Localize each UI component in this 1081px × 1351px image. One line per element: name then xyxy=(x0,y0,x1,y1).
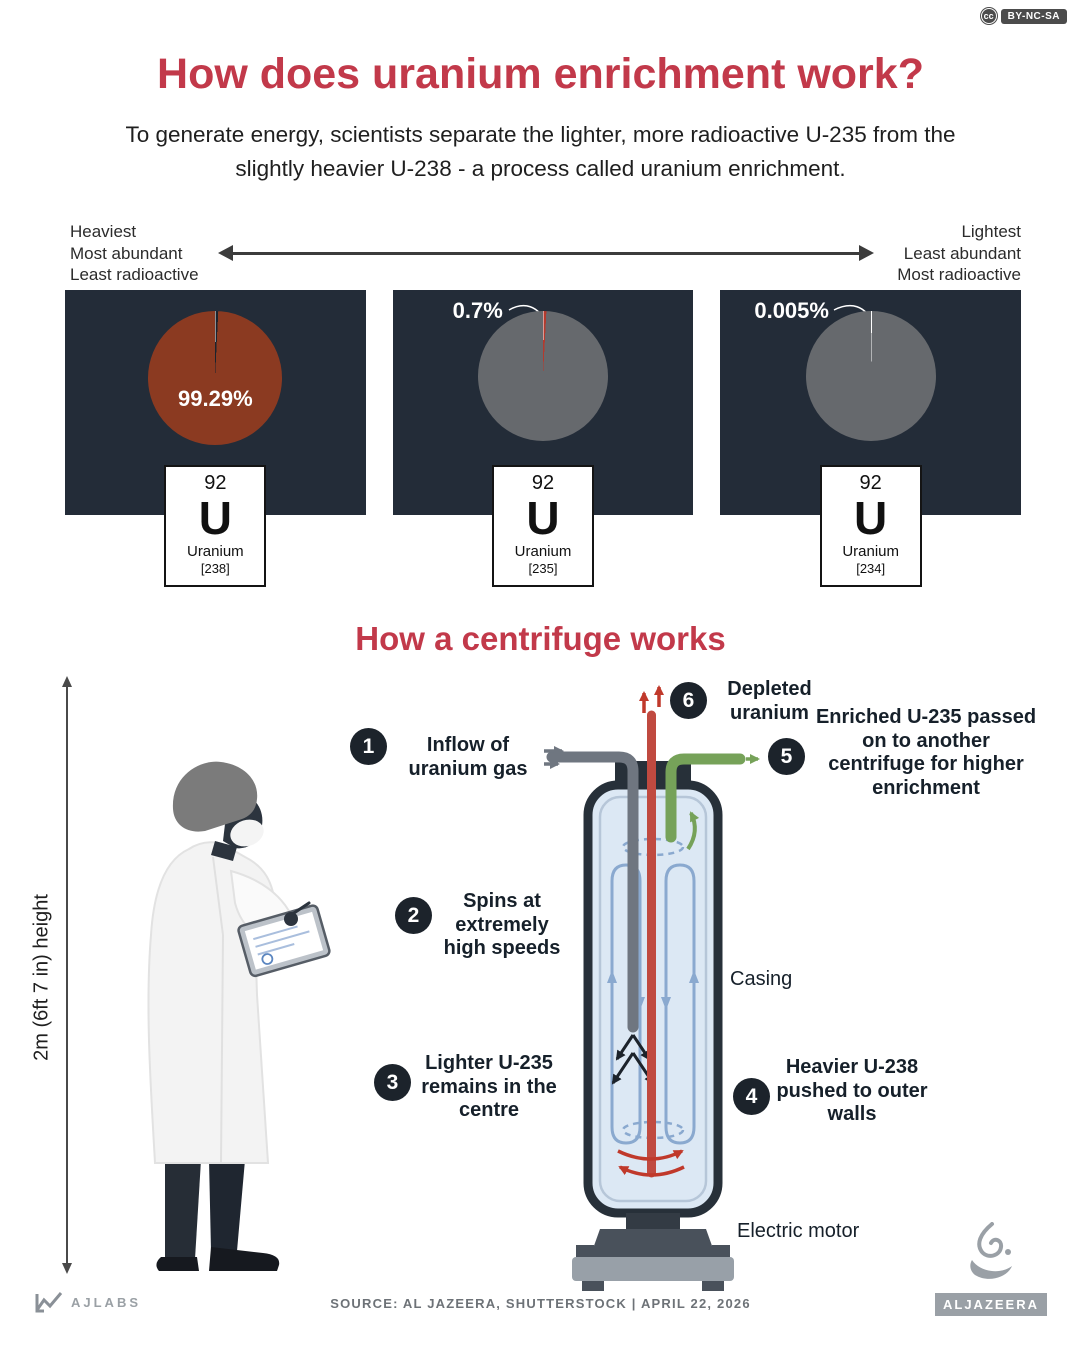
step-1-label: Inflow of uranium gas xyxy=(408,734,528,780)
spin-swirl-top xyxy=(621,837,685,857)
spectrum-label: Least radioactive xyxy=(70,265,199,285)
step-5-label: Enriched U-235 passed on to another cent… xyxy=(815,706,1037,799)
step-2-label: Spins at extremely high speeds xyxy=(443,890,561,960)
motor-label: Electric motor xyxy=(737,1220,860,1242)
motor-base xyxy=(572,1257,734,1281)
pie-chart-u235 xyxy=(478,311,608,441)
step-2-badge: 2 xyxy=(395,897,432,934)
motor-collar xyxy=(626,1213,680,1229)
centrifuge-illustration xyxy=(544,685,760,1291)
element-mass: [235] xyxy=(528,561,558,576)
spectrum-label: Least abundant xyxy=(903,243,1021,263)
step-6-label: Depleted uranium xyxy=(727,678,812,724)
face-mask-icon xyxy=(230,819,264,847)
element-symbol: U xyxy=(526,492,560,544)
spectrum-label: Lightest xyxy=(961,222,1021,241)
casing-label: Casing xyxy=(730,968,793,990)
enriched-pipe xyxy=(665,753,746,843)
element-mass: [234] xyxy=(856,561,886,576)
ajlabs-wordmark: AJLABS xyxy=(71,1294,142,1310)
spectrum-label: Most radioactive xyxy=(897,265,1021,285)
gas-circulation-left xyxy=(610,863,642,1145)
spectrum-label: Heaviest xyxy=(70,222,137,241)
atomic-number: 92 xyxy=(204,472,227,494)
step-6-badge: 6 xyxy=(670,682,707,719)
spectrum-left-labels: Heaviest Most abundant Least radioactive xyxy=(70,221,199,286)
isotope-panel-u238: 99.29% 92 U Uranium [238] xyxy=(65,290,366,587)
ajlabs-icon xyxy=(35,1292,63,1313)
element-name: Uranium xyxy=(186,543,244,560)
element-name: Uranium xyxy=(514,543,572,560)
element-name: Uranium xyxy=(842,543,900,560)
height-arrow xyxy=(62,676,72,1274)
isotope-panel-u234: 0.005% 92 U Uranium [234] xyxy=(720,290,1022,587)
inflow-pipe xyxy=(546,751,639,1033)
step-3-badge: 3 xyxy=(374,1064,411,1101)
pie-share-label: 0.7% xyxy=(452,298,503,323)
atomic-number: 92 xyxy=(531,472,555,494)
pie-chart-u238: 99.29% xyxy=(148,311,283,445)
spectrum-right-labels: Lightest Least abundant Most radioactive xyxy=(897,221,1021,286)
pie-chart-u234 xyxy=(805,311,936,441)
page-subtitle: To generate energy, scientists separate … xyxy=(125,122,956,181)
aljazeera-logo-icon xyxy=(970,1222,1012,1279)
aljazeera-logo: ALJAZEERA xyxy=(935,1222,1048,1316)
atomic-number: 92 xyxy=(859,472,882,494)
element-card-u238: 92 U Uranium [238] xyxy=(164,465,267,587)
step-1-badge: 1 xyxy=(350,728,387,765)
page-title: How does uranium enrichment work? xyxy=(157,50,924,98)
cc-icon: cc xyxy=(980,8,997,24)
pie-share-label: 0.005% xyxy=(754,298,829,323)
license-label: BY-NC-SA xyxy=(1000,8,1067,24)
aljazeera-wordmark: ALJAZEERA xyxy=(935,1293,1048,1316)
motor-housing xyxy=(590,1229,716,1257)
clipboard-icon xyxy=(237,904,331,978)
spin-swirl-bottom xyxy=(621,1120,685,1140)
scientist-illustration xyxy=(147,761,331,1271)
gas-circulation-right xyxy=(664,863,696,1145)
license-badge: cc BY-NC-SA xyxy=(980,8,1067,24)
element-symbol: U xyxy=(198,492,232,544)
step-4-label: Heavier U-238 pushed to outer walls xyxy=(776,1056,928,1126)
step-5-badge: 5 xyxy=(768,738,805,775)
element-card-u234: 92 U Uranium [234] xyxy=(819,465,922,587)
ajlabs-logo: AJLABS xyxy=(34,1290,141,1314)
pie-share-label: 99.29% xyxy=(178,386,253,412)
element-symbol: U xyxy=(854,492,888,544)
source-line: SOURCE: AL JAZEERA, SHUTTERSTOCK | APRIL… xyxy=(330,1296,751,1311)
step-3-label: Lighter U-235 remains in the centre xyxy=(421,1052,557,1122)
element-card-u235: 92 U Uranium [235] xyxy=(492,465,594,587)
element-mass: [238] xyxy=(200,561,230,576)
spectrum-double-arrow xyxy=(218,245,874,261)
isotope-panel-u235: 0.7% 92 U Uranium [235] xyxy=(392,290,694,587)
step-4-badge: 4 xyxy=(733,1078,770,1115)
spectrum-label: Most abundant xyxy=(70,243,183,263)
isotope-panels: 99.29% 92 U Uranium [238] 0.7% 92 U Uran… xyxy=(65,290,1022,587)
section-title-centrifuge: How a centrifuge works xyxy=(355,620,726,657)
height-label: 2m (6ft 7 in) height xyxy=(30,894,53,1061)
